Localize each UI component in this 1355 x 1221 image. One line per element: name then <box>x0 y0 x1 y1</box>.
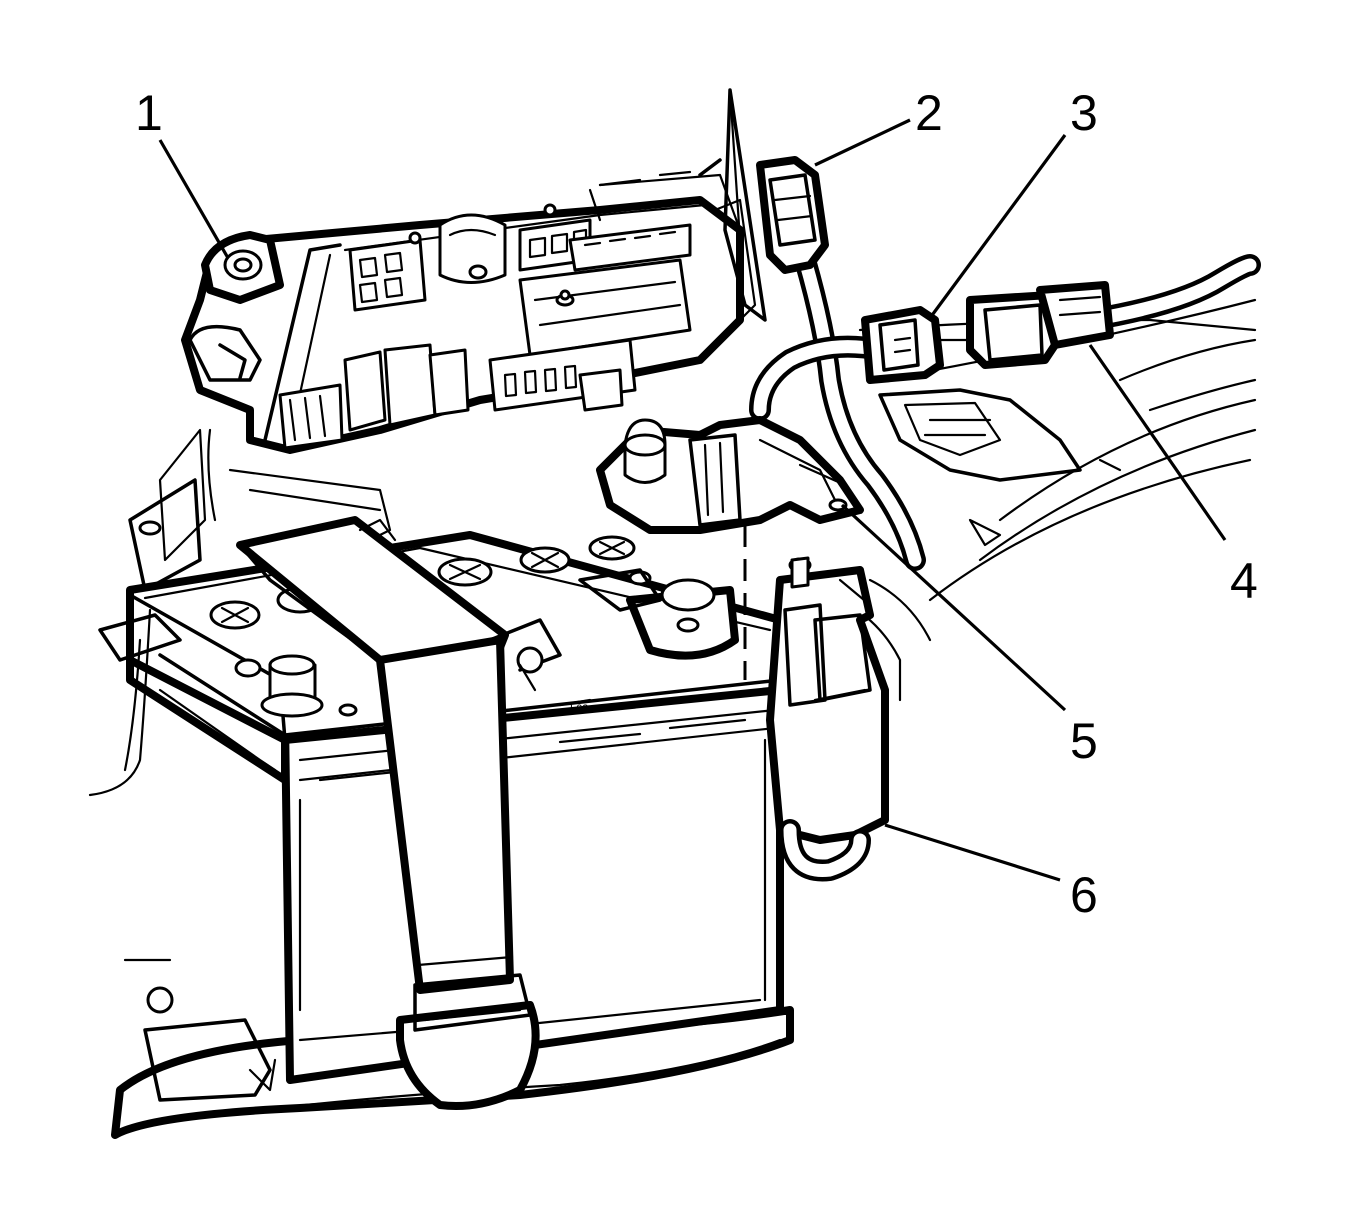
callout-5: 5 <box>1070 713 1098 769</box>
leader-4 <box>1088 344 1227 541</box>
leader-5 <box>840 503 1067 712</box>
callout-4: 4 <box>1230 553 1258 609</box>
callout-labels: 1 2 3 4 5 6 <box>135 85 1258 923</box>
leader-6 <box>884 823 1061 882</box>
callout-1: 1 <box>135 85 163 141</box>
leader-3 <box>928 134 1067 319</box>
fusible-link-block <box>766 556 889 882</box>
positive-cable-bracket <box>596 416 864 534</box>
leader-1 <box>158 139 230 259</box>
connector-2 <box>756 156 829 274</box>
callout-3: 3 <box>1070 85 1098 141</box>
connector-3 <box>861 306 944 384</box>
leader-lines <box>158 118 1227 882</box>
leader-2 <box>814 118 911 167</box>
bracket-wedge <box>723 88 767 322</box>
fuse-block <box>181 158 757 454</box>
battery-marking: L62 <box>570 703 588 715</box>
connector-4 <box>966 281 1114 369</box>
harness-cable <box>749 249 1261 571</box>
callout-2: 2 <box>915 85 943 141</box>
callout-6: 6 <box>1070 867 1098 923</box>
hold-down-strap <box>236 516 562 1110</box>
